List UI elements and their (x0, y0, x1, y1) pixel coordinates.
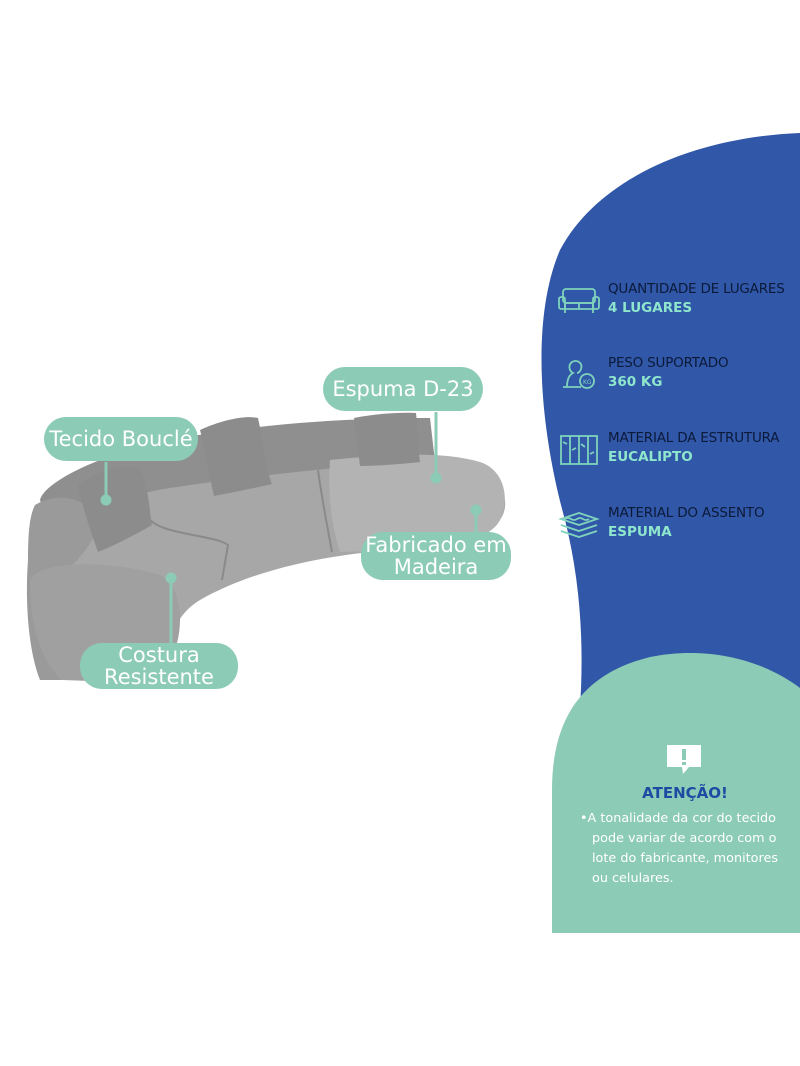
callout-espuma: Espuma D-23 (323, 367, 483, 411)
svg-text:KG: KG (583, 379, 592, 386)
attention-line: pode variar de acordo com o (592, 831, 777, 846)
spec-structure: MATERIAL DA ESTRUTURA EUCALIPTO (557, 430, 800, 474)
callout-costura-line2: Resistente (104, 665, 214, 689)
callout-tecido: Tecido Bouclé (44, 417, 198, 461)
callout-fabricado: Fabricado em Madeira (361, 532, 511, 580)
weight-person-icon: KG (563, 360, 595, 389)
attention-text: •A tonalidade da cor do tecido pode vari… (580, 809, 792, 889)
foam-layers-icon (558, 512, 600, 538)
spec-weight-label: PESO SUPORTADO (608, 355, 729, 371)
spec-seats: QUANTIDADE DE LUGARES 4 LUGARES (557, 281, 800, 325)
callout-costura-line1: Costura (118, 643, 200, 667)
callout-espuma-text: Espuma D-23 (332, 377, 474, 401)
alert-message-icon (667, 745, 701, 774)
spec-seat-material-value: ESPUMA (608, 524, 672, 540)
spec-seats-value: 4 LUGARES (608, 300, 693, 316)
spec-seat-material-label: MATERIAL DO ASSENTO (608, 505, 765, 521)
sofa-icon (558, 288, 600, 313)
spec-structure-label: MATERIAL DA ESTRUTURA (608, 430, 780, 446)
callout-costura: Costura Resistente (80, 643, 238, 689)
spec-seat-material: MATERIAL DO ASSENTO ESPUMA (557, 505, 800, 549)
attention-line: ou celulares. (592, 871, 674, 886)
attention-title: ATENÇÃO! (642, 784, 728, 802)
callout-fabricado-line1: Fabricado em (365, 533, 507, 557)
spec-seats-label: QUANTIDADE DE LUGARES (608, 281, 785, 297)
spec-weight: KG PESO SUPORTADO 360 KG (557, 355, 800, 399)
spec-weight-value: 360 KG (608, 374, 663, 390)
attention-line: lote do fabricante, monitores (592, 851, 778, 866)
wood-structure-icon (560, 435, 598, 465)
callout-fabricado-line2: Madeira (393, 555, 479, 579)
mint-panel (552, 652, 800, 933)
callout-connectors (100, 412, 482, 652)
callout-tecido-text: Tecido Bouclé (49, 427, 193, 451)
attention-line: •A tonalidade da cor do tecido (580, 811, 776, 826)
blue-panel (541, 133, 800, 760)
spec-structure-value: EUCALIPTO (608, 449, 693, 465)
